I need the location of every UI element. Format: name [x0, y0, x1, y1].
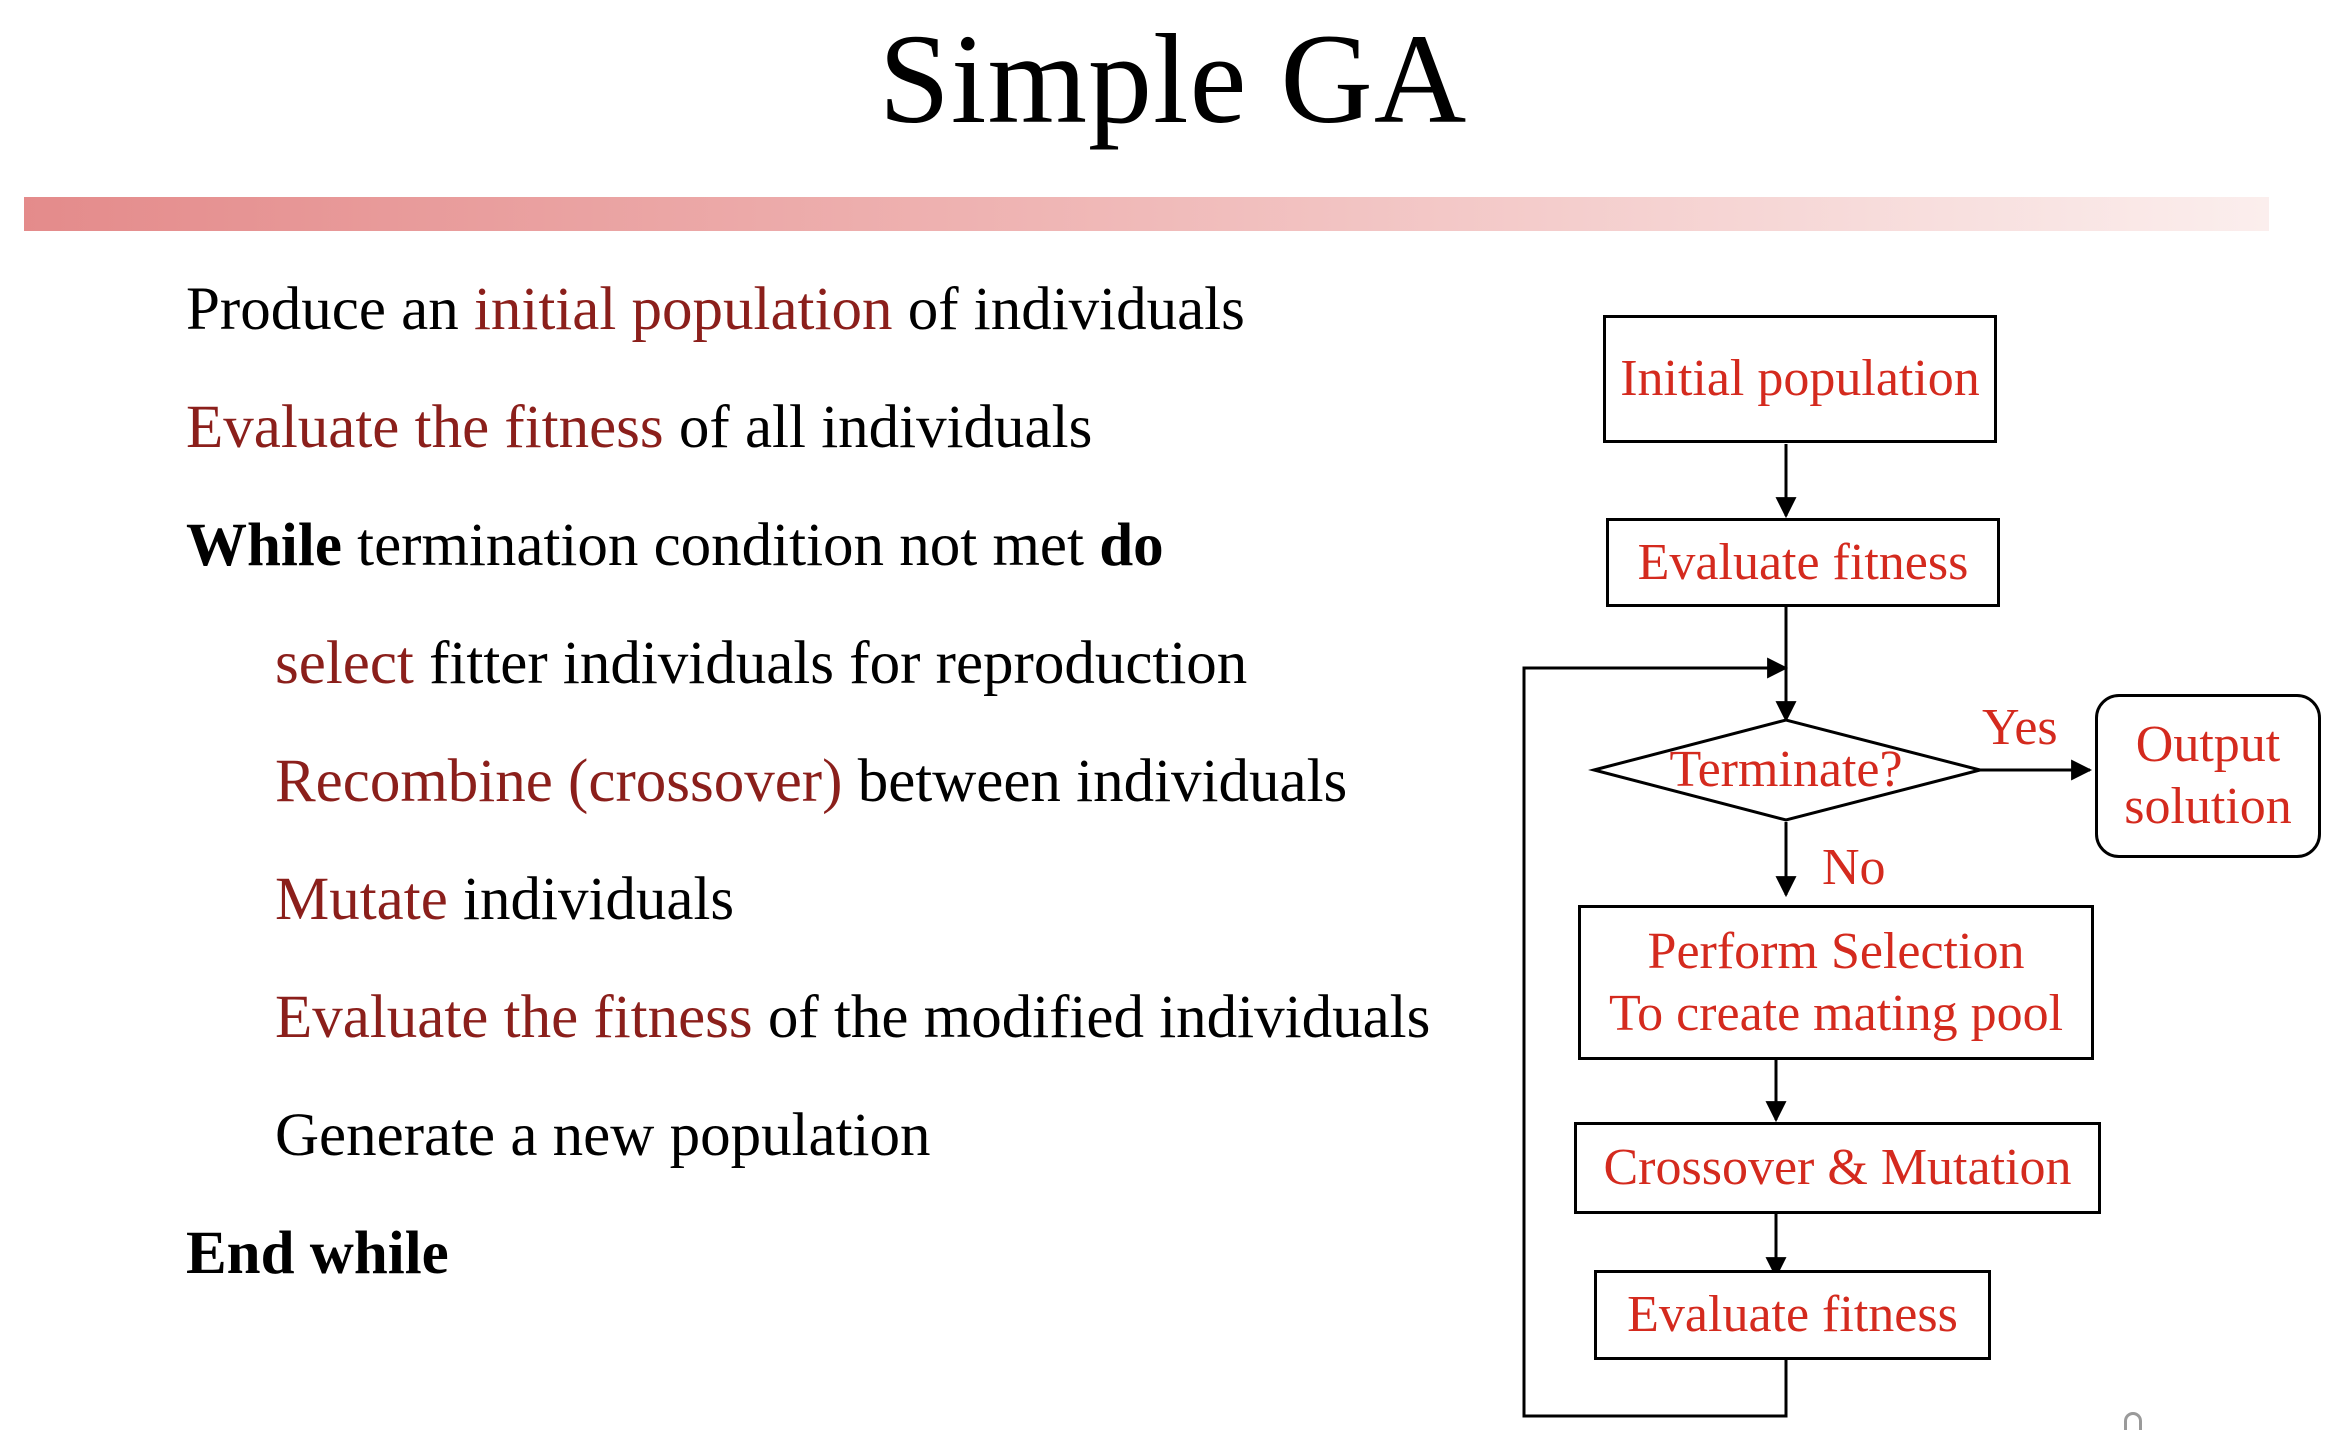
flow-label-initial-population: Initial population — [1620, 350, 1980, 407]
pseudo-line-evaluate-modified: Evaluate the fitness of the modified ind… — [275, 980, 1430, 1056]
text: Generate a new population — [275, 1102, 931, 1169]
flow-box-evaluate-fitness: Evaluate fitness — [1606, 518, 2000, 607]
text: Produce an — [186, 276, 474, 343]
flow-label-no: No — [1822, 839, 1886, 896]
keyword-end-while: End while — [186, 1220, 449, 1287]
pseudo-line-produce-population: Produce an initial population of individ… — [186, 272, 1245, 348]
text: of the modified individuals — [752, 984, 1431, 1051]
text: termination condition not met — [341, 512, 1100, 579]
pseudo-line-recombine: Recombine (crossover) between individual… — [275, 744, 1347, 820]
text: individuals — [447, 866, 735, 933]
text: of all individuals — [663, 394, 1093, 461]
terminate-decision-diamond — [1588, 718, 1981, 822]
flow-label-mating-pool: To create mating pool — [1608, 984, 2064, 1042]
highlight-recombine: Recombine (crossover) — [275, 748, 843, 815]
flow-label-evaluate-fitness: Evaluate fitness — [1637, 533, 1969, 591]
keyword-while: While — [186, 512, 342, 579]
flow-label-solution: solution — [2124, 778, 2292, 835]
flow-label-perform-selection: Perform Selection — [1647, 922, 2025, 980]
page-number-mark — [2124, 1412, 2142, 1430]
pseudo-line-while: While termination condition not met do — [186, 508, 1164, 584]
flow-label-evaluate-fitness-2: Evaluate fitness — [1627, 1286, 1958, 1343]
pseudo-line-mutate: Mutate individuals — [275, 862, 734, 938]
highlight-evaluate-fitness: Evaluate the fitness — [186, 394, 664, 461]
pseudo-line-end-while: End while — [186, 1216, 449, 1292]
flow-label-terminate: Terminate? — [1669, 741, 1903, 798]
highlight-select: select — [275, 630, 414, 697]
pseudo-line-evaluate-fitness: Evaluate the fitness of all individuals — [186, 390, 1092, 466]
flow-box-crossover-mutation: Crossover & Mutation — [1574, 1122, 2101, 1214]
flow-box-evaluate-fitness-2: Evaluate fitness — [1594, 1270, 1991, 1360]
highlight-evaluate-fitness: Evaluate the fitness — [275, 984, 753, 1051]
text: between individuals — [842, 748, 1348, 815]
flow-label-yes: Yes — [1982, 699, 2058, 756]
flow-label-crossover-mutation: Crossover & Mutation — [1603, 1139, 2072, 1196]
title-underline-bar — [24, 197, 2269, 231]
slide-title: Simple GA — [878, 8, 1468, 150]
text: fitter individuals for reproduction — [413, 630, 1248, 697]
flow-box-initial-population: Initial population — [1603, 315, 1997, 443]
highlight-mutate: Mutate — [275, 866, 448, 933]
keyword-do: do — [1099, 512, 1164, 579]
flow-box-perform-selection: Perform Selection To create mating pool — [1578, 905, 2094, 1060]
highlight-initial-population: initial population — [473, 276, 893, 343]
flow-box-output-solution: Output solution — [2095, 694, 2321, 858]
flow-label-output: Output — [2135, 716, 2281, 773]
pseudo-line-generate: Generate a new population — [275, 1098, 930, 1174]
arrow-loop-back — [1522, 657, 1789, 1418]
pseudo-line-select: select fitter individuals for reproducti… — [275, 626, 1247, 702]
text: of individuals — [892, 276, 1245, 343]
